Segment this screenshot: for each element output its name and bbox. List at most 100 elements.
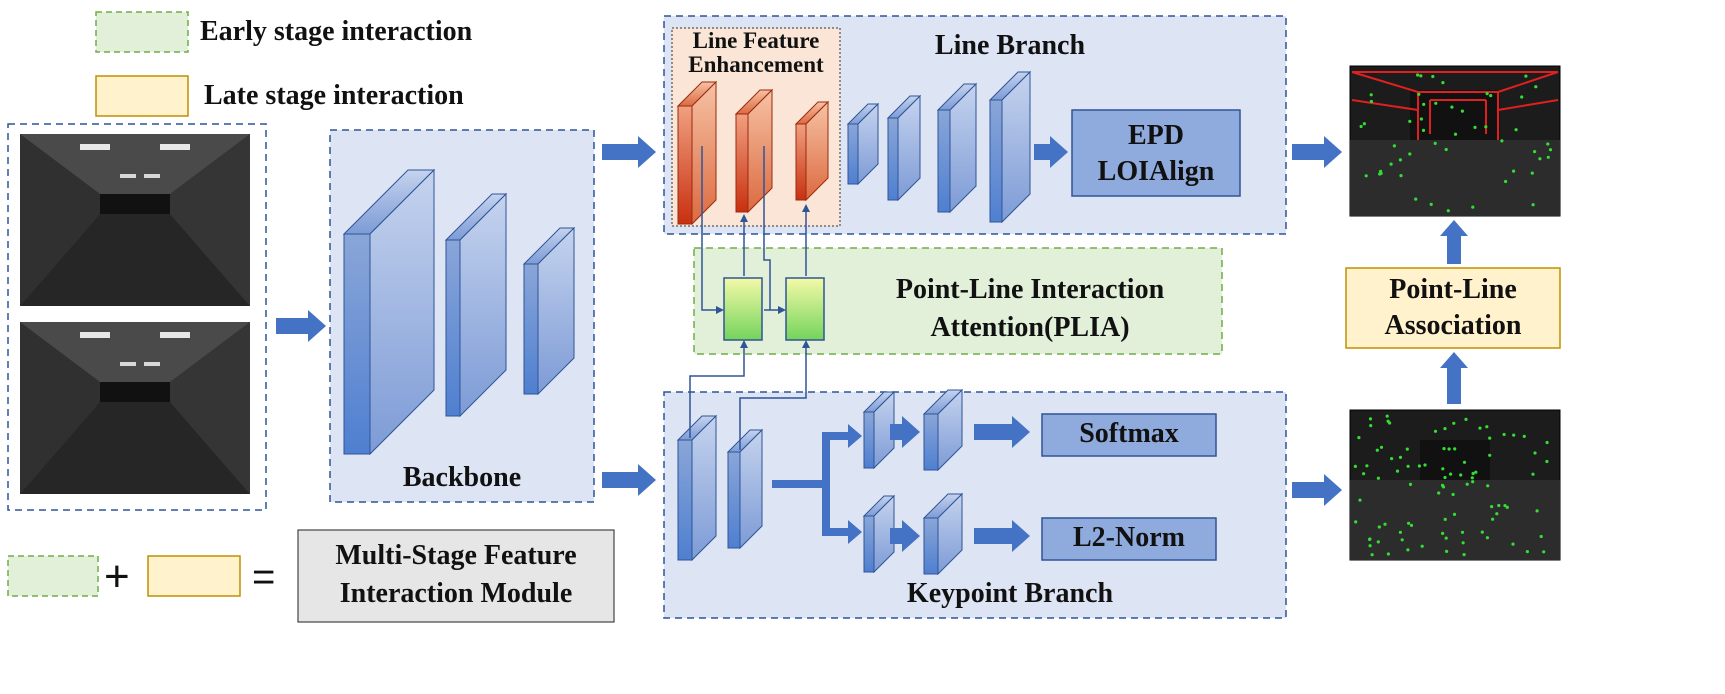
keypoint-dot-72 [1497, 503, 1501, 508]
l2norm-label: L2-Norm [1073, 522, 1185, 553]
keypoint-dot-7 [1453, 447, 1457, 451]
line-image-keypoint-15 [1399, 174, 1403, 178]
keypoint-dot-39 [1503, 504, 1507, 508]
arrow-keypoint-to-output [1292, 474, 1342, 506]
keypoint-dot-55 [1398, 530, 1402, 534]
keypoint-dot-34 [1405, 447, 1409, 451]
line-image-keypoint-32 [1460, 109, 1464, 113]
epd-loialign-box [1071, 109, 1241, 197]
line-image-keypoint-43 [1417, 92, 1421, 96]
backbone-block-3-front [523, 263, 539, 395]
line-block-2-front [887, 117, 899, 201]
line-image-keypoint-0 [1441, 81, 1445, 85]
legend-bottom-late-swatch [147, 555, 241, 597]
legend-early-swatch [95, 11, 189, 53]
detected-line-10 [1497, 99, 1559, 111]
keypoint-dot-6 [1485, 425, 1489, 429]
keypoint-dot-53 [1495, 512, 1499, 516]
line-image-keypoint-37 [1429, 202, 1433, 206]
keypoint-dot-67 [1433, 429, 1438, 433]
line-image-keypoint-13 [1359, 124, 1363, 129]
enhance-block-2-front [735, 113, 749, 213]
keypoint-dot-84 [1445, 549, 1449, 554]
line-block-1 [846, 102, 880, 186]
line-image-keypoint-16 [1414, 197, 1418, 201]
keypoint-dot-74 [1368, 537, 1372, 542]
keypoint-dot-19 [1383, 522, 1387, 526]
feature-blocks [342, 70, 1032, 576]
enhance-block-3 [794, 100, 830, 202]
line-image-keypoint-28 [1434, 101, 1438, 105]
keypoint-dot-61 [1408, 482, 1413, 486]
keypoint-dot-1 [1375, 448, 1379, 452]
line-image-keypoint-24 [1419, 74, 1423, 78]
line-image-keypoint-46 [1408, 152, 1412, 156]
keypoint-dot-62 [1365, 464, 1369, 468]
line-image-keypoint-6 [1362, 122, 1366, 126]
detected-line-1 [1497, 71, 1559, 93]
enhance-block-2 [734, 88, 774, 214]
line-image-keypoint-23 [1433, 141, 1437, 145]
keypoint-dot-20 [1423, 463, 1427, 467]
association-box [1345, 267, 1561, 349]
line-image-keypoint-2 [1484, 125, 1488, 129]
keypoint-dot-0 [1451, 492, 1455, 497]
keypoint-dot-75 [1369, 424, 1373, 428]
keypoint-dot-29 [1490, 505, 1494, 509]
keypoint-dot-68 [1449, 472, 1453, 476]
enhancement-label-line2: Enhancement [688, 52, 824, 77]
keypoint-dot-69 [1354, 520, 1358, 524]
line-image-keypoint-48 [1546, 155, 1550, 159]
connectors [689, 146, 810, 450]
enhance-block-1 [676, 80, 718, 226]
line-block-1-front [847, 123, 859, 185]
line-image-keypoint-42 [1408, 119, 1412, 123]
arrow-keypoint-to-association [1440, 352, 1468, 404]
line-image-keypoint-36 [1531, 203, 1535, 207]
legend-late-swatch [95, 75, 189, 117]
line-image-keypoint-45 [1512, 169, 1516, 173]
keypoint-dot-77 [1358, 498, 1362, 502]
backbone-block-3 [522, 226, 576, 396]
line-image-keypoint-38 [1514, 128, 1518, 132]
input-image-top [20, 134, 250, 306]
keypoint-dot-83 [1535, 509, 1539, 513]
enhance-block-1-front [677, 105, 693, 225]
line-image-keypoint-34 [1500, 139, 1504, 143]
keypoint-dot-87 [1511, 542, 1515, 546]
line-image-keypoint-19 [1421, 128, 1426, 132]
arrow-fork-keypoint-heads [772, 424, 862, 544]
keypoint-dot-25 [1505, 505, 1509, 509]
arrow-epd-to-output [1292, 136, 1342, 168]
keypoint-dot-21 [1368, 544, 1372, 548]
kp-head-top-1-front [863, 411, 875, 469]
backbone-block-1-front [343, 233, 371, 455]
kp-head-top-2-front [923, 413, 939, 471]
keypoint-dot-33 [1443, 475, 1447, 480]
keypoint-dot-78 [1441, 467, 1445, 471]
keypoint-dot-79 [1461, 541, 1465, 545]
keypoint-dot-9 [1465, 482, 1469, 486]
line-image-keypoint-33 [1422, 102, 1426, 106]
line-branch-label: Line Branch [934, 30, 1086, 61]
keypoint-dot-48 [1444, 536, 1448, 540]
kp-head-bot-2-front [923, 517, 939, 575]
connector-enhance1-to-plia1 [701, 146, 724, 314]
epd-label: EPD [1128, 120, 1184, 151]
keypoint-dot-38 [1539, 534, 1543, 539]
plia-label-line2: Attention(PLIA) [930, 312, 1130, 343]
keypoint-dot-30 [1545, 459, 1549, 464]
keypoint-dot-4 [1471, 471, 1475, 476]
keypoint-dot-17 [1442, 447, 1446, 451]
line-image-keypoint-31 [1524, 74, 1528, 78]
kp-head-bot-2 [922, 492, 964, 576]
keypoint-dot-14 [1437, 491, 1441, 495]
arrow-backbone-to-keypoint [602, 464, 656, 496]
backbone-block-1 [342, 168, 436, 456]
keypoint-dot-24 [1474, 470, 1478, 474]
line-image-keypoint-14 [1389, 162, 1393, 166]
keypoint-dot-41 [1417, 464, 1421, 468]
keypoint-dot-16 [1386, 552, 1390, 556]
arrow-kp-to-l2norm [974, 520, 1030, 552]
